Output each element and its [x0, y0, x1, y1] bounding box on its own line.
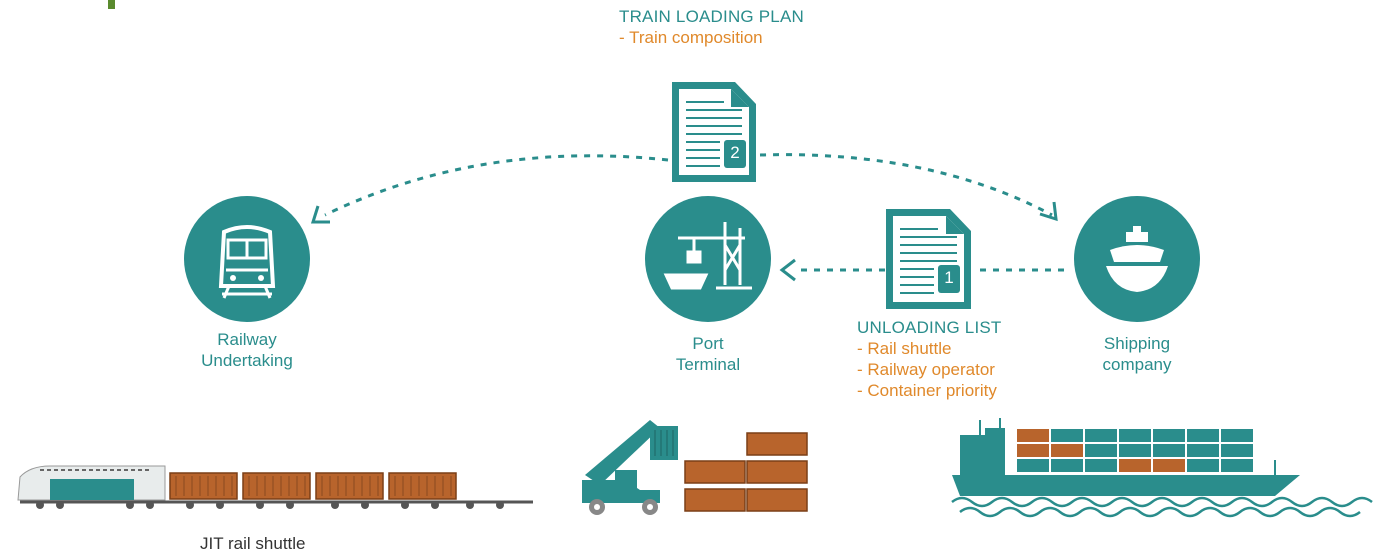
railway-circle [184, 196, 310, 322]
doc-1-number: 1 [944, 268, 954, 287]
unloading-list-title: UNLOADING LIST [857, 318, 1002, 337]
arrow-to-railway [324, 154, 669, 217]
railway-label: Railway Undertaking [172, 329, 322, 371]
unloading-list-item: - Rail shuttle [857, 339, 952, 358]
railway-label-line2: Undertaking [201, 351, 293, 370]
unloading-list-item: - Container priority [857, 381, 997, 400]
doc-2-number: 2 [730, 143, 740, 162]
ship-containers [1017, 429, 1253, 472]
unloading-list: UNLOADING LIST - Rail shuttle - Railway … [857, 317, 1002, 401]
port-label-line1: Port [692, 334, 724, 353]
container-ship-illustration [951, 418, 1373, 518]
arrowhead-railway [310, 205, 330, 224]
shipping-label-line1: Shipping [1103, 334, 1171, 353]
train-loading-plan-title: TRAIN LOADING PLAN [619, 7, 804, 26]
port-label: Port Terminal [633, 333, 783, 375]
crane-ship-icon [663, 222, 752, 290]
shipping-label: Shipping company [1062, 333, 1212, 375]
document-1-icon [886, 209, 971, 309]
rail-shuttle-caption: JIT rail shuttle [200, 534, 306, 553]
shipping-label-line2: company [1102, 355, 1172, 374]
reach-stacker-illustration [582, 420, 808, 515]
corner-accent [108, 0, 115, 9]
ship-icon [1106, 226, 1168, 292]
locomotive-icon [218, 225, 276, 299]
rail-shuttle-illustration [17, 465, 533, 509]
unloading-list-item: - Railway operator [857, 360, 995, 379]
port-label-line2: Terminal [675, 355, 741, 374]
arrow-to-shipping [759, 153, 1053, 217]
document-2-icon [672, 82, 756, 182]
shipping-circle [1074, 196, 1200, 322]
arrowhead-port [779, 258, 796, 282]
arrowhead-shipping [1039, 201, 1058, 222]
railway-label-line1: Railway [217, 330, 277, 349]
waves [951, 496, 1373, 508]
port-circle [645, 196, 771, 322]
train-loading-plan: TRAIN LOADING PLAN - Train composition [619, 6, 804, 48]
train-loading-plan-item: - Train composition [619, 28, 763, 47]
